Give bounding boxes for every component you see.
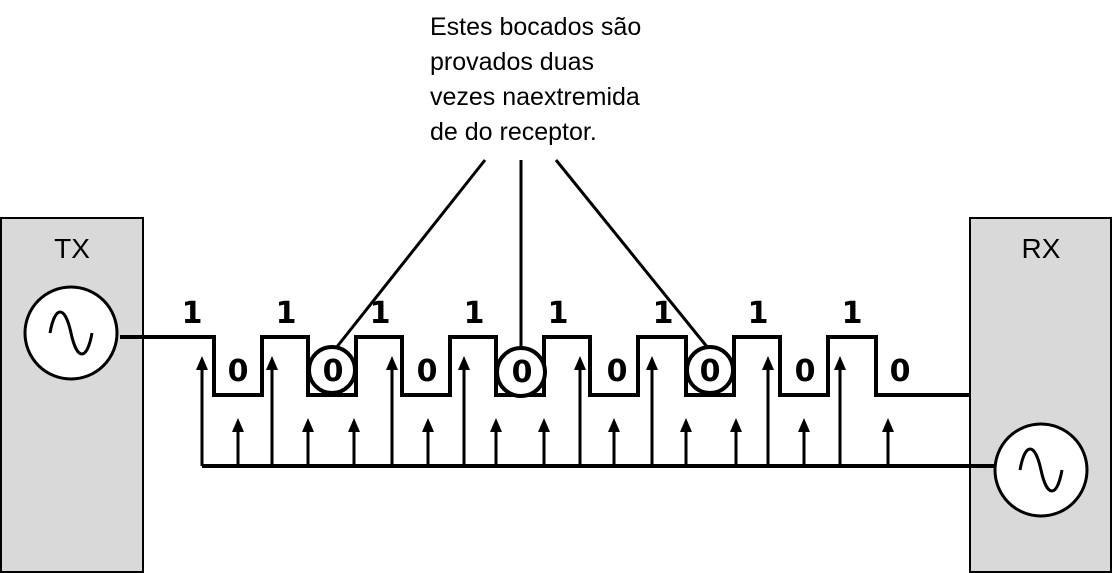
sampling-arrow-head-icon [422,418,434,432]
sampling-arrow-head-icon [232,418,244,432]
bit-label: 0 [417,354,438,389]
sampling-arrow-head-icon [490,418,502,432]
annotation-line: Estes bocados são [430,13,642,41]
transmitter-label: TX [54,233,90,264]
annotation-pointer-line [334,159,487,349]
annotation-line: de do receptor. [430,118,597,146]
bit-label: 0 [700,354,721,389]
sampling-arrow-head-icon [302,418,314,432]
sampled-twice-marker [307,345,357,395]
sampling-arrow-head-icon [266,356,278,370]
bit-label: 1 [182,296,203,331]
bit-label: 0 [323,354,344,389]
receiver-oscillator-icon [993,422,1089,518]
sampling-arrow-head-icon [762,356,774,370]
sampling-arrow-head-icon [574,356,586,370]
sampled-twice-marker [495,346,547,398]
sampling-arrow-head-icon [882,418,894,432]
bit-label: 1 [653,296,674,331]
sampling-arrow-head-icon [680,418,692,432]
receiver-box [969,217,1112,573]
bit-label: 1 [370,296,391,331]
sampling-arrow-head-icon [458,356,470,370]
annotation-pointer-line [554,159,710,349]
receiver-label: RX [1022,233,1061,264]
bit-label: 0 [795,354,816,389]
bit-label: 1 [748,296,769,331]
sampling-arrow-head-icon [646,356,658,370]
sampling-arrow-head-icon [798,418,810,432]
bit-label: 1 [548,296,569,331]
sampling-arrow-head-icon [386,356,398,370]
bit-label: 0 [512,355,533,390]
bit-label: 1 [464,296,485,331]
sampling-arrow-head-icon [730,418,742,432]
bit-label: 0 [607,354,628,389]
bit-label: 0 [890,354,911,389]
bit-labels: 1 0 1 0 1 0 1 0 1 0 1 0 1 0 1 0 [182,296,911,390]
transmitter-oscillator-icon [23,285,119,381]
transmitter-box [0,217,144,573]
sampling-arrow-head-icon [196,356,208,370]
bit-label: 0 [228,354,249,389]
annotation-line: provados duas [430,48,595,76]
annotation-line: vezes naextremida [430,83,640,111]
sampling-arrow-head-icon [538,418,550,432]
sampling-arrow-head-icon [348,418,360,432]
sampling-arrows [196,356,894,466]
sampling-arrow-head-icon [608,418,620,432]
sampling-arrow-head-icon [834,356,846,370]
bit-label: 1 [842,296,863,331]
bit-label: 1 [276,296,297,331]
sampled-twice-marker [685,345,735,395]
annotation-text: Estes bocados são provados duas vezes na… [430,10,760,150]
